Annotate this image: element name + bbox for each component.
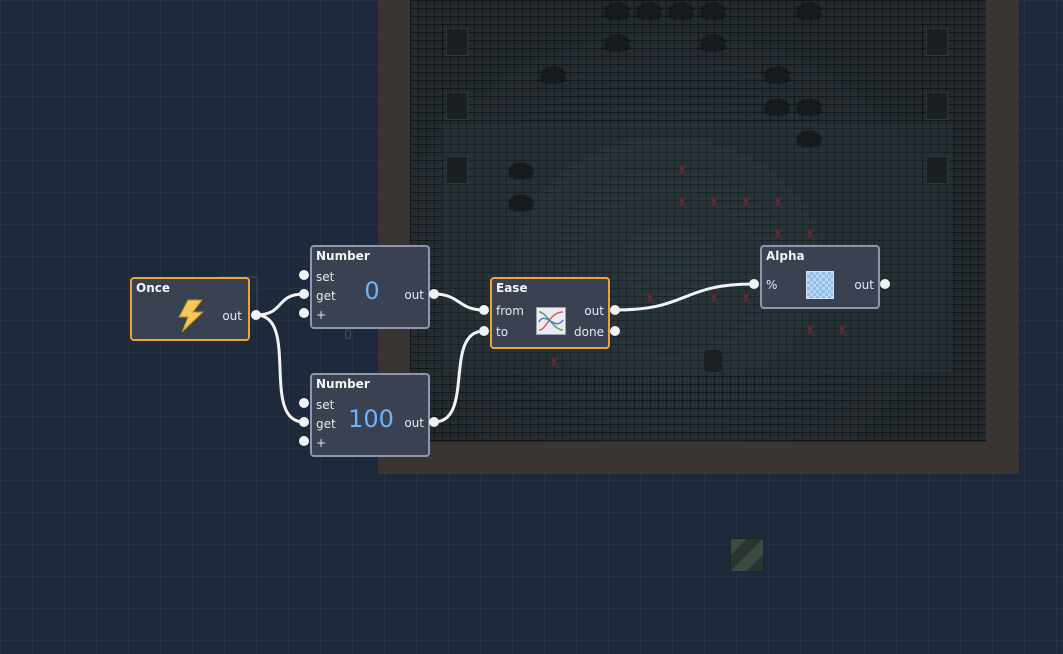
- torch-sprite: [808, 230, 812, 238]
- ease-out-port[interactable]: [610, 305, 620, 315]
- out-pin-label: out: [404, 416, 424, 430]
- number-bottom-get-port[interactable]: [299, 417, 309, 427]
- spider-sprite: [638, 4, 660, 18]
- spider-sprite: [510, 196, 532, 210]
- ease-from-port[interactable]: [479, 305, 489, 315]
- out-pin-label: out: [854, 278, 874, 292]
- spider-sprite: [798, 100, 820, 114]
- node-title: Alpha: [766, 249, 805, 263]
- spider-sprite: [606, 36, 628, 50]
- add-pin-label: +: [316, 308, 327, 322]
- ease-curve-icon: [536, 307, 566, 335]
- get-pin-label: get: [316, 417, 336, 431]
- number-top-add-port[interactable]: [299, 308, 309, 318]
- ease-node[interactable]: Ease from to out done: [490, 277, 610, 349]
- transparency-checker-icon: [806, 271, 834, 299]
- percent-pin-label: %: [766, 278, 778, 292]
- torch-sprite: [808, 326, 812, 334]
- torch-sprite: [552, 358, 556, 366]
- number-value[interactable]: 0: [364, 277, 380, 305]
- torch-sprite: [776, 198, 780, 206]
- wire-ease-out-to-alpha: [614, 282, 755, 312]
- wire-number-bottom-to-ease-to: [433, 329, 485, 424]
- ghost-value: 0: [344, 328, 353, 343]
- spider-sprite: [766, 68, 788, 82]
- node-title: Number: [316, 377, 370, 391]
- room-floor-tiles: [410, 0, 986, 442]
- torch-sprite: [712, 198, 716, 206]
- number-node-bottom[interactable]: Number set get + 100 out: [310, 373, 430, 457]
- pillar-sprite: [446, 156, 468, 184]
- node-title: Ease: [496, 281, 528, 295]
- alpha-node[interactable]: Alpha % out: [760, 245, 880, 309]
- spawn-marker[interactable]: [730, 538, 764, 572]
- spider-sprite: [766, 100, 788, 114]
- done-pin-label: done: [574, 325, 604, 339]
- pillar-sprite: [446, 92, 468, 120]
- out-pin-label: out: [222, 309, 242, 323]
- once-out-port[interactable]: [251, 310, 261, 320]
- wire-number-top-to-ease-from: [433, 292, 485, 312]
- spider-sprite: [702, 36, 724, 50]
- number-node-top[interactable]: Number set get + 0 out: [310, 245, 430, 329]
- torch-sprite: [680, 166, 684, 174]
- node-title: Number: [316, 249, 370, 263]
- pillar-sprite: [926, 156, 948, 184]
- number-top-out-port[interactable]: [429, 289, 439, 299]
- out-pin-label: out: [404, 288, 424, 302]
- torch-sprite: [776, 230, 780, 238]
- once-node[interactable]: Once out: [130, 277, 250, 341]
- ease-to-port[interactable]: [479, 326, 489, 336]
- spider-sprite: [798, 132, 820, 146]
- number-top-set-port[interactable]: [299, 270, 309, 280]
- alpha-percent-port[interactable]: [749, 279, 759, 289]
- get-pin-label: get: [316, 289, 336, 303]
- spider-sprite: [702, 4, 724, 18]
- spider-sprite: [510, 164, 532, 178]
- number-bottom-add-port[interactable]: [299, 436, 309, 446]
- torch-sprite: [840, 326, 844, 334]
- add-pin-label: +: [316, 436, 327, 450]
- spider-sprite: [798, 4, 820, 18]
- torch-sprite: [648, 294, 652, 302]
- number-bottom-set-port[interactable]: [299, 398, 309, 408]
- set-pin-label: set: [316, 398, 335, 412]
- spider-sprite: [606, 4, 628, 18]
- pillar-sprite: [446, 28, 468, 56]
- wire-once-to-number-bottom: [255, 313, 305, 424]
- number-top-get-port[interactable]: [299, 289, 309, 299]
- spider-sprite: [670, 4, 692, 18]
- number-value[interactable]: 100: [348, 405, 394, 433]
- set-pin-label: set: [316, 270, 335, 284]
- number-bottom-out-port[interactable]: [429, 417, 439, 427]
- torch-sprite: [744, 294, 748, 302]
- to-pin-label: to: [496, 325, 509, 339]
- ease-done-port[interactable]: [610, 326, 620, 336]
- pillar-sprite: [926, 28, 948, 56]
- out-pin-label: out: [584, 304, 604, 318]
- pillar-sprite: [926, 92, 948, 120]
- from-pin-label: from: [496, 304, 524, 318]
- node-title: Once: [136, 281, 170, 295]
- alpha-out-port[interactable]: [880, 279, 890, 289]
- spider-sprite: [542, 68, 564, 82]
- torch-sprite: [680, 198, 684, 206]
- lightning-bolt-icon: [178, 299, 205, 333]
- torch-sprite: [712, 294, 716, 302]
- torch-sprite: [744, 198, 748, 206]
- knight-sprite: [704, 350, 722, 372]
- wire-once-to-number-top: [255, 292, 305, 317]
